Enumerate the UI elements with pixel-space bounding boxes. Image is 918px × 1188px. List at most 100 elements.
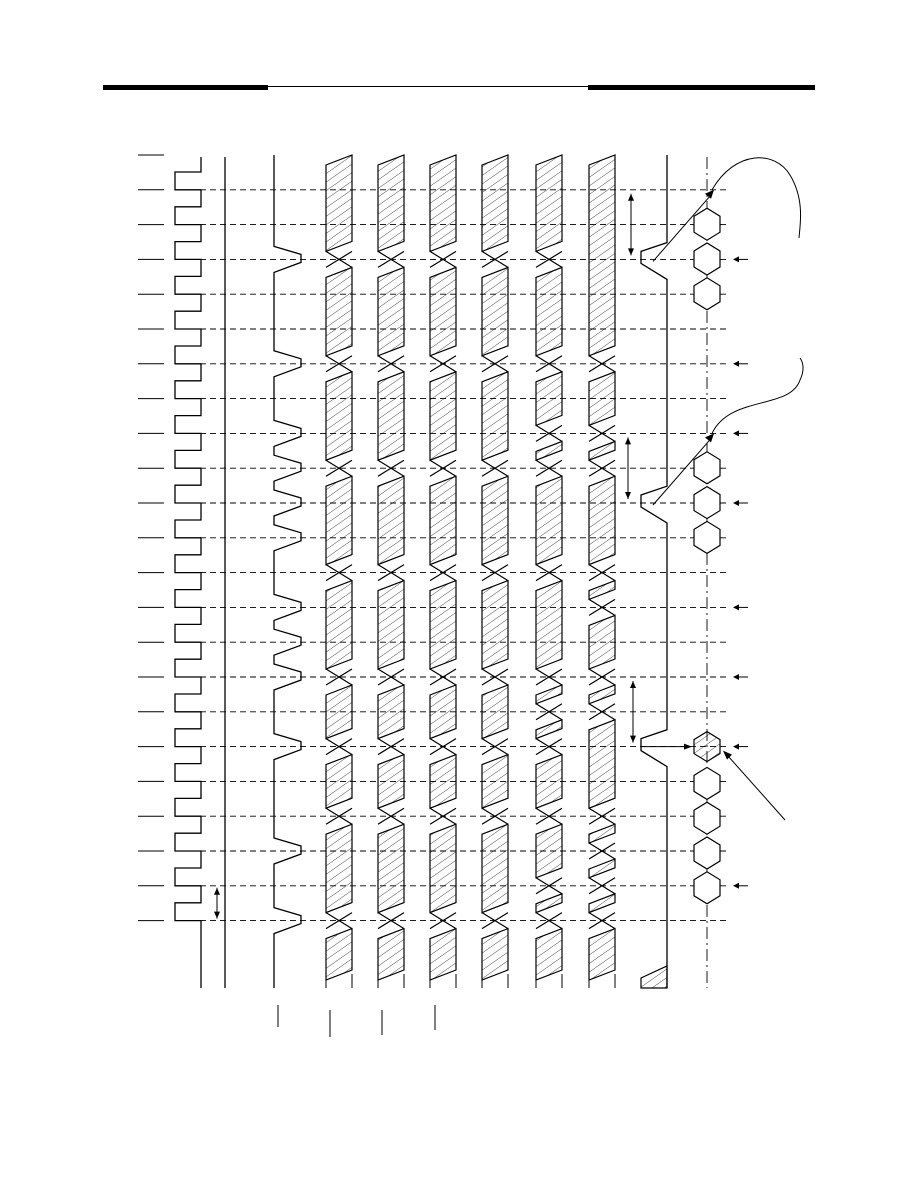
- bus-4-transition: [481, 564, 509, 582]
- bus-5-data-block: [535, 370, 563, 427]
- bus-6-data-block: [588, 440, 616, 462]
- bus-4-data-block: [481, 475, 509, 566]
- bus-3-transition: [429, 459, 457, 477]
- bus-5-transition: [535, 250, 563, 268]
- setup-bracket-head: [630, 681, 636, 688]
- bus-4-data-block: [481, 684, 509, 740]
- cycle-grid: [138, 154, 728, 922]
- bus-3-data-block: [429, 370, 457, 462]
- data-out-cell: [693, 451, 721, 485]
- bus-2-transition: [377, 564, 405, 582]
- bus-3-data-block: [429, 154, 457, 253]
- bus-5-data-block: [535, 718, 563, 740]
- bus-5-data-block: [535, 266, 563, 357]
- bus-4-transition: [481, 250, 509, 268]
- callout-curve: [711, 157, 802, 239]
- bus-6-data-block: [588, 475, 616, 566]
- bus-3-transition: [429, 564, 457, 582]
- note-leader: [724, 752, 786, 821]
- bus-6-data-block: [588, 858, 616, 879]
- bus-1-transition: [325, 250, 353, 268]
- bus-5-transition: [535, 703, 563, 721]
- bus-2-transition: [377, 668, 405, 686]
- bus-5-transition: [535, 807, 563, 825]
- bus-5-transition: [535, 424, 563, 442]
- bus-6-data-block: [588, 718, 616, 810]
- bus-1-data-block: [325, 753, 353, 810]
- bus-3-data-block: [429, 753, 457, 810]
- bus-5-transition: [535, 738, 563, 756]
- setup-bracket-head: [625, 437, 631, 445]
- sample-arrow-head: [733, 360, 739, 367]
- pulse-signal-waveform: [273, 155, 302, 988]
- bus-5-transition: [535, 877, 563, 895]
- bus-6-transition: [588, 564, 616, 582]
- period-bracket-head: [214, 887, 220, 895]
- bus-2-data-block: [377, 823, 405, 914]
- bus-4-transition: [481, 459, 509, 477]
- bus-2-transition: [377, 912, 405, 930]
- bus-6-transition: [588, 668, 616, 686]
- bus-5-data-block: [535, 927, 563, 981]
- bus-6-data-block: [588, 614, 616, 670]
- setup-bracket-head: [628, 248, 634, 256]
- note-arrowhead: [723, 750, 732, 760]
- sample-arrow-head: [733, 604, 739, 611]
- bus-1-data-block: [325, 823, 353, 914]
- annotations: [214, 157, 804, 1037]
- bus-2-data-block: [377, 266, 405, 357]
- data-out-cell: [693, 485, 721, 520]
- bus-3-data-block: [429, 823, 457, 914]
- bus-6-data-block: [588, 927, 616, 981]
- data-out-cell: [693, 277, 721, 311]
- bus-5-data-block: [535, 440, 563, 462]
- bus-1-data-block: [325, 475, 353, 566]
- bus-4-transition: [481, 668, 509, 686]
- bus-4-transition: [481, 912, 509, 930]
- bus-1-transition: [325, 668, 353, 686]
- sample-arrow-head: [733, 430, 739, 437]
- sample-arrow-head: [733, 500, 739, 506]
- bus-6-transition: [588, 703, 616, 721]
- sample-arrow-head: [733, 256, 739, 263]
- bus-2-transition: [377, 250, 405, 268]
- sample-arrow-head: [733, 743, 739, 750]
- data-out-cell: [693, 242, 721, 276]
- bus-4-data-block: [481, 370, 509, 462]
- bus-3-transition: [429, 807, 457, 825]
- bus-2-data-block: [377, 927, 405, 981]
- bus-2-data-block: [377, 475, 405, 566]
- period-bracket-head: [214, 911, 220, 919]
- data-out-cell: [693, 871, 721, 905]
- bus-4-transition: [481, 807, 509, 825]
- bus-5-data-block: [535, 753, 563, 810]
- sample-arrow-head: [733, 882, 739, 889]
- bus-6-transition: [588, 807, 616, 825]
- callout-arrowhead: [705, 433, 714, 443]
- bus-1-data-block: [325, 927, 353, 981]
- callout-curve: [711, 357, 804, 434]
- bus-6-data-block: [588, 823, 616, 844]
- bus-2-data-block: [377, 370, 405, 462]
- bus-1-transition: [325, 912, 353, 930]
- bus-5-data-block: [535, 475, 563, 566]
- bus-4-data-block: [481, 927, 509, 981]
- bus-1-data-block: [325, 579, 353, 670]
- bus-3-transition: [429, 250, 457, 268]
- bus-2-data-block: [377, 154, 405, 253]
- bus-5-data-block: [535, 579, 563, 670]
- bus-1-transition: [325, 459, 353, 477]
- callout-arrowhead: [705, 189, 714, 199]
- bus-5-transition: [535, 564, 563, 582]
- callout-leader: [652, 437, 713, 506]
- bus-1-transition: [325, 738, 353, 756]
- bus-5-data-block: [535, 154, 563, 253]
- bus-4-transition: [481, 738, 509, 756]
- bus-4-data-block: [481, 579, 509, 670]
- bus-6-transition: [588, 459, 616, 477]
- bus-1-transition: [325, 807, 353, 825]
- bus-4-data-block: [481, 753, 509, 810]
- bus-1-data-block: [325, 266, 353, 357]
- bus-2-data-block: [377, 753, 405, 810]
- bus-6-data-block: [588, 154, 616, 357]
